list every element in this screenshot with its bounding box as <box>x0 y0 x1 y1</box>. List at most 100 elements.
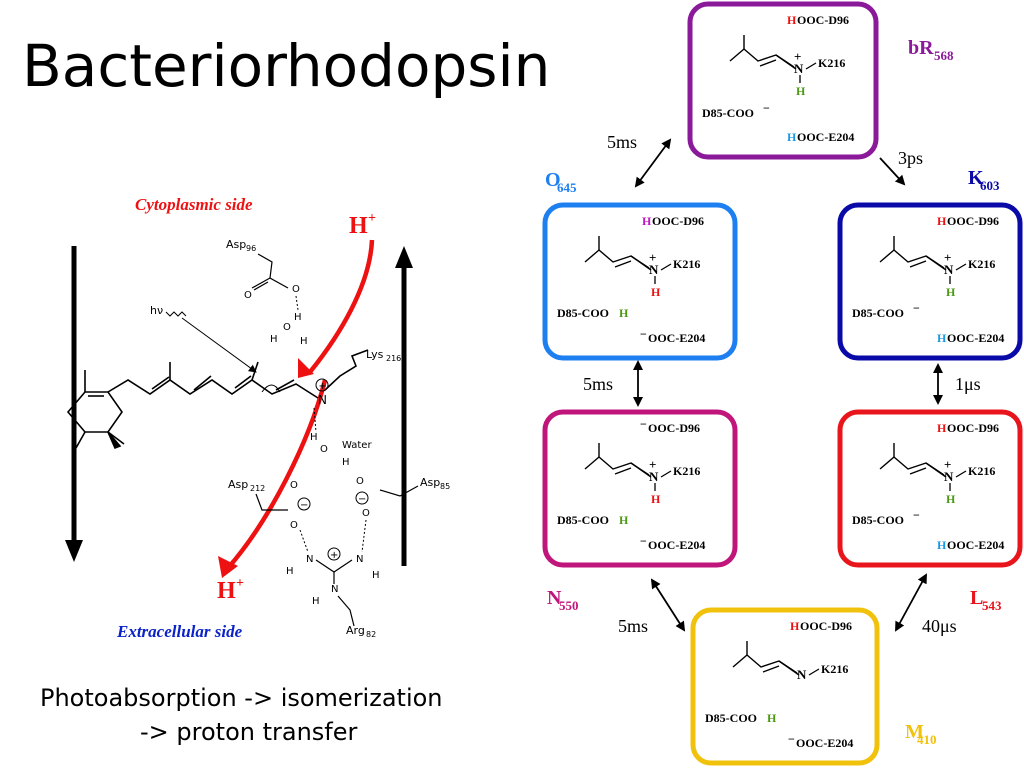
svg-text:+: + <box>649 250 656 265</box>
transition-N-O: 5ms <box>583 360 643 407</box>
svg-text:−: − <box>913 508 920 522</box>
svg-text:603: 603 <box>980 178 1000 193</box>
chromophore-fragment <box>584 443 652 478</box>
transition-bR-K: 3ps <box>879 148 923 186</box>
extracellular-side-label: Extracellular side <box>116 622 243 641</box>
svg-text:H: H <box>619 513 629 527</box>
svg-text:H: H <box>286 566 294 577</box>
svg-text:H: H <box>342 457 350 468</box>
svg-text:H: H <box>937 331 947 345</box>
svg-text:H: H <box>651 492 661 506</box>
svg-text:D85-COO: D85-COO <box>702 106 754 120</box>
proton-top-label: H + <box>349 211 376 239</box>
svg-text:−: − <box>913 301 920 315</box>
svg-text:3ps: 3ps <box>898 148 923 168</box>
slide-title: Bacteriorhodopsin <box>22 32 550 100</box>
svg-text:O: O <box>362 508 370 519</box>
svg-text:H: H <box>937 214 947 228</box>
svg-text:D85-COO: D85-COO <box>557 513 609 527</box>
arg82-residue: N N N + H H H Arg 82 <box>286 519 380 639</box>
svg-text:L: L <box>970 587 983 609</box>
svg-text:H: H <box>642 214 652 228</box>
svg-text:85: 85 <box>440 482 450 491</box>
d85-group: D85-COO H <box>705 711 777 725</box>
svg-text:H: H <box>270 334 278 345</box>
svg-text:N: N <box>649 469 659 484</box>
svg-text:5ms: 5ms <box>583 374 613 394</box>
svg-text:H: H <box>310 432 318 443</box>
schiff-base-plus: + <box>319 381 327 392</box>
svg-text:40μs: 40μs <box>922 616 957 636</box>
svg-text:D85-COO: D85-COO <box>705 711 757 725</box>
svg-text:Water: Water <box>342 440 372 451</box>
svg-text:543: 543 <box>982 598 1002 613</box>
svg-text:H: H <box>767 711 777 725</box>
svg-text:N: N <box>944 262 954 277</box>
chromophore-fragment <box>879 236 947 271</box>
svg-text:N: N <box>356 554 363 565</box>
svg-text:H: H <box>312 596 320 607</box>
red-arrow-uptake-head <box>298 358 314 378</box>
svg-text:H: H <box>937 538 947 552</box>
left-structure-panel: Cytoplasmic side Extracellular side H + … <box>65 195 450 641</box>
red-arrow-release <box>226 379 328 570</box>
svg-text:K216: K216 <box>821 662 848 676</box>
svg-text:K216: K216 <box>818 56 845 70</box>
svg-text:−: − <box>640 327 647 341</box>
svg-text:D85-COO: D85-COO <box>852 306 904 320</box>
svg-text:H: H <box>787 13 797 27</box>
svg-text:N: N <box>794 61 804 76</box>
svg-text:K216: K216 <box>673 464 700 478</box>
svg-text:O: O <box>244 290 252 301</box>
svg-text:H: H <box>651 285 661 299</box>
svg-text:+: + <box>368 211 376 226</box>
svg-text:OOC-D96: OOC-D96 <box>652 214 704 228</box>
d85-group: D85-COO− <box>702 101 770 120</box>
svg-text:bR: bR <box>908 37 934 59</box>
d96-group: −OOC-D96 <box>640 417 700 435</box>
svg-text:OOC-D96: OOC-D96 <box>800 619 852 633</box>
svg-text:N: N <box>649 262 659 277</box>
svg-text:H: H <box>294 312 302 323</box>
svg-text:O: O <box>292 284 300 295</box>
svg-text:D85-COO: D85-COO <box>852 513 904 527</box>
light-label: hν <box>150 304 163 317</box>
svg-text:82: 82 <box>366 630 376 639</box>
e204-group: −OOC-E204 <box>788 732 853 750</box>
svg-text:550: 550 <box>559 598 579 613</box>
svg-text:−: − <box>640 417 647 431</box>
svg-text:H: H <box>372 570 380 581</box>
svg-text:−: − <box>358 494 366 505</box>
svg-text:5ms: 5ms <box>618 616 648 636</box>
svg-text:H: H <box>217 578 236 604</box>
svg-text:OOC-D96: OOC-D96 <box>947 214 999 228</box>
svg-text:K216: K216 <box>968 464 995 478</box>
svg-text:+: + <box>944 457 951 472</box>
svg-text:H: H <box>300 336 308 347</box>
caption-line-1: Photoabsorption -> isomerization <box>40 684 443 712</box>
svg-text:OOC-E204: OOC-E204 <box>947 331 1004 345</box>
svg-text:OOC-D96: OOC-D96 <box>947 421 999 435</box>
red-arrow-uptake <box>308 239 375 374</box>
svg-text:K216: K216 <box>673 257 700 271</box>
svg-text:K216: K216 <box>968 257 995 271</box>
svg-text:OOC-E204: OOC-E204 <box>648 331 705 345</box>
svg-text:+: + <box>649 457 656 472</box>
chromophore-fragment <box>729 35 797 70</box>
transition-M-N: 5ms <box>618 578 686 636</box>
svg-text:N: N <box>797 667 807 682</box>
caption-line-2: -> proton transfer <box>140 718 358 746</box>
svg-text:Asp: Asp <box>226 238 246 251</box>
svg-text:O: O <box>320 444 328 455</box>
